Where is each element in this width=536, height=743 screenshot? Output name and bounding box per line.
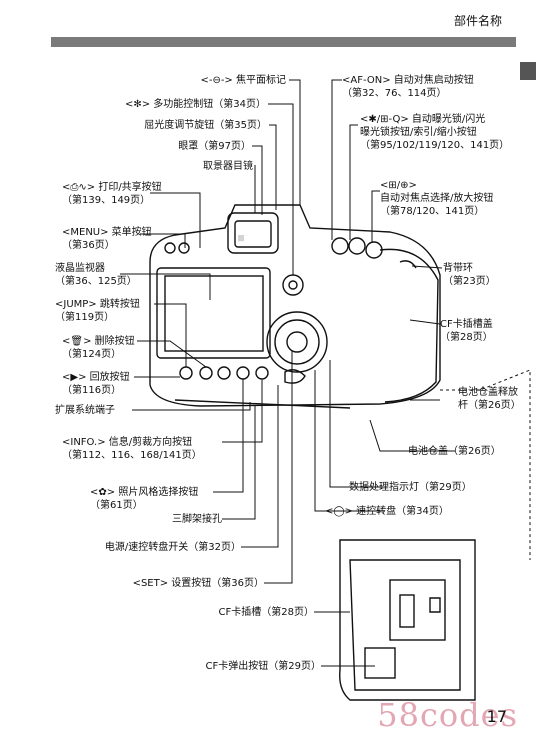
header-rule: [51, 37, 516, 47]
menu-button-label: <MENU> 菜单按钮 （第36页）: [62, 227, 152, 251]
picture-style-button-label: <✿> 照片风格选择按钮 （第61页）: [90, 487, 199, 511]
af-point-button-label: <⊞/⊕> 自动对焦点选择/放大按钮 （第78/120、141页）: [380, 180, 494, 217]
multi-controller-label: <✻> 多功能控制钮（第34页）: [124, 99, 266, 110]
eyecup-label: 眼罩（第97页）: [178, 141, 251, 152]
set-button-label: <SET> 设置按钮（第36页）: [132, 578, 264, 589]
jump-button-label: <JUMP> 跳转按钮 （第119页）: [55, 299, 140, 323]
watermark: 58codes: [377, 696, 518, 734]
cf-eject-button-label: CF卡弹出按钮（第29页）: [205, 661, 321, 672]
playback-button-label: <▶> 回放按钮 （第116页）: [62, 372, 130, 396]
quick-control-dial-label: <◯> 速控转盘（第34页）: [325, 506, 449, 517]
af-on-button-label: <AF-ON> 自动对焦启动按钮 （第32、76、114页）: [342, 75, 474, 99]
battery-cover-release-label: 电池仓盖释放 杆（第26页）: [458, 387, 521, 411]
eyepiece-label: 取景器目镜: [203, 161, 253, 172]
section-title: 部件名称: [453, 14, 502, 28]
info-button-label: <INFO.> 信息/剪裁方向按钮 （第112、116、168/141页）: [62, 437, 202, 461]
print-share-button-label: <⎙∿> 打印/共享按钮 （第139、149页）: [62, 182, 162, 206]
lcd-monitor-label: 液晶监视器 （第36、125页）: [55, 263, 137, 287]
cf-card-slot-label: CF卡插槽（第28页）: [218, 607, 314, 618]
extension-terminal-label: 扩展系统端子: [55, 405, 115, 416]
cf-cover-label: CF卡插槽盖 （第28页）: [440, 319, 493, 343]
ae-lock-button-label: <✱/⊞-Q> 自动曝光锁/闪光 曝光锁按钮/索引/缩小按钮 （第95/102/…: [360, 114, 510, 151]
svg-text:|||: |||: [238, 235, 244, 242]
tripod-socket-label: 三脚架接孔: [172, 514, 222, 525]
access-lamp-label: 数据处理指示灯（第29页）: [349, 482, 472, 493]
diopter-knob-label: 屈光度调节旋钮（第35页）: [144, 120, 267, 131]
power-switch-label: 电源/速控转盘开关（第32页）: [104, 542, 241, 553]
focal-plane-mark-label: <-⊖-> 焦平面标记: [200, 75, 286, 86]
page-number: 17: [486, 707, 507, 726]
delete-button-label: <🗑> 删除按钮 （第124页）: [62, 336, 135, 360]
chapter-tab: [520, 62, 536, 80]
battery-cover-label: 电池仓盖（第26页）: [408, 446, 501, 457]
strap-mount-label: 背带环 （第23页）: [443, 263, 496, 287]
